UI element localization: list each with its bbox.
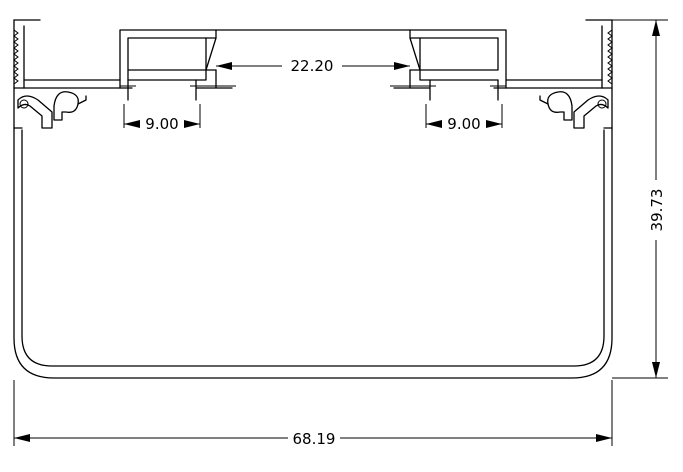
dimension-label-center: 22.20 — [291, 57, 334, 75]
dimension-label-right-slot: 9.00 — [447, 115, 480, 133]
dimension-right-slot: 9.00 — [425, 104, 503, 133]
dimension-overall-height: 39.73 — [612, 19, 668, 379]
arrow-icon — [216, 62, 232, 70]
arrow-icon — [652, 20, 660, 36]
dimension-label-width: 68.19 — [293, 430, 336, 448]
arrow-icon — [596, 434, 612, 442]
top-chamber — [119, 29, 507, 101]
dimension-center-gap: 22.20 — [216, 57, 410, 75]
arrow-icon — [394, 62, 410, 70]
arrow-icon — [486, 120, 502, 128]
arrow-icon — [652, 362, 660, 378]
arrow-icon — [426, 120, 442, 128]
dimension-overall-width: 68.19 — [13, 380, 613, 448]
left-clip — [13, 19, 121, 129]
dimension-label-height: 39.73 — [648, 189, 666, 232]
arrow-icon — [124, 120, 140, 128]
dimension-left-slot: 9.00 — [123, 104, 201, 133]
dimension-label-left-slot: 9.00 — [145, 115, 178, 133]
right-clip — [505, 19, 613, 129]
arrow-icon — [14, 434, 30, 442]
arrow-icon — [184, 120, 200, 128]
profile-body — [13, 127, 613, 379]
